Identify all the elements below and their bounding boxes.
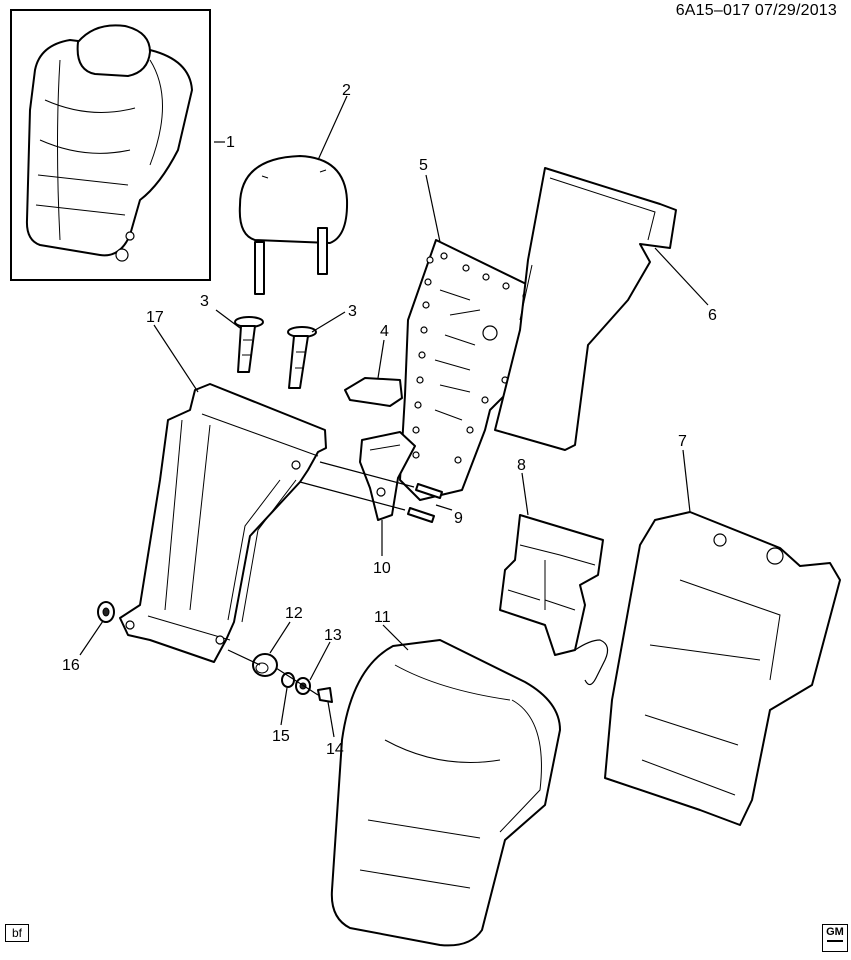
callout-3-right: 3 bbox=[348, 303, 357, 320]
part-17-seatback-frame bbox=[119, 383, 327, 663]
footer-tag: bf bbox=[5, 924, 29, 942]
callout-2: 2 bbox=[342, 82, 351, 99]
part-6-back-board bbox=[494, 167, 677, 451]
part-9-bolts bbox=[299, 461, 443, 523]
callout-11: 11 bbox=[374, 609, 391, 626]
callout-4: 4 bbox=[380, 323, 389, 340]
part-11-trim-cover bbox=[330, 639, 561, 947]
callout-7: 7 bbox=[678, 433, 687, 450]
part-2-headrest bbox=[238, 155, 349, 295]
callout-3-left: 3 bbox=[200, 293, 209, 310]
callout-6: 6 bbox=[708, 307, 717, 324]
callout-labels: 1 2 3 3 4 5 6 7 8 9 10 11 12 13 14 15 16… bbox=[62, 82, 717, 758]
callout-12: 12 bbox=[285, 605, 303, 622]
callout-15: 15 bbox=[272, 728, 290, 745]
part-7-seatback-trim bbox=[604, 511, 841, 826]
part-4-latch-cover bbox=[344, 377, 403, 407]
gm-logo-text: GM bbox=[826, 926, 844, 938]
part-10-latch bbox=[359, 431, 416, 521]
gm-logo-bar bbox=[827, 940, 843, 942]
callout-1: 1 bbox=[226, 134, 235, 151]
leader-lines bbox=[79, 95, 709, 738]
callout-13: 13 bbox=[324, 627, 342, 644]
gm-logo-icon: GM bbox=[822, 924, 848, 952]
callout-10: 10 bbox=[373, 560, 391, 577]
part-3-headrest-guides bbox=[234, 316, 317, 389]
part-14-bolt bbox=[317, 687, 333, 703]
callout-9: 9 bbox=[454, 510, 463, 527]
callout-17: 17 bbox=[146, 309, 164, 326]
part-8-heater-mat bbox=[499, 514, 609, 686]
callout-14: 14 bbox=[326, 741, 344, 758]
part-16-grommet bbox=[97, 601, 115, 623]
callout-16: 16 bbox=[62, 657, 80, 674]
callout-8: 8 bbox=[517, 457, 526, 474]
diagram-reference: 6A15–017 07/29/2013 bbox=[675, 2, 837, 19]
part-1-seatback-assembly bbox=[10, 9, 211, 281]
part-12-bushing bbox=[252, 653, 278, 677]
callout-5: 5 bbox=[419, 157, 428, 174]
